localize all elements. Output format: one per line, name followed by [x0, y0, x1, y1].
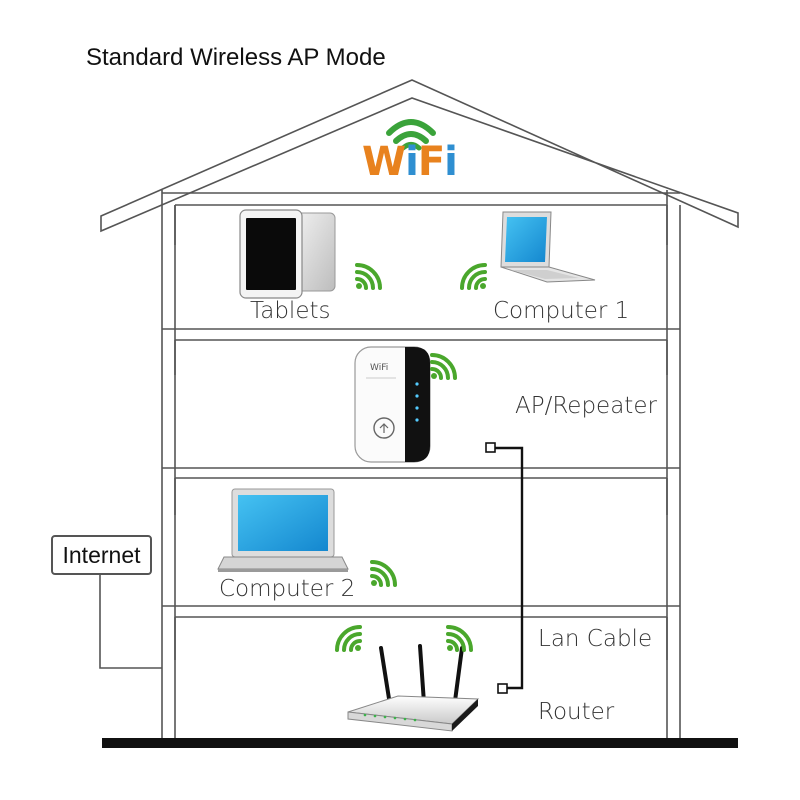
wifi-logo-letter-i2: i — [444, 139, 458, 185]
tablet-icon — [239, 209, 336, 299]
laptop-icon — [500, 211, 596, 283]
wifi-logo-text: WiFi — [362, 139, 458, 185]
tablets-label: Tablets — [250, 298, 331, 324]
repeater-icon — [354, 346, 431, 463]
wifi-signal-icon — [355, 263, 382, 290]
repeater-device-text: WiFi — [370, 363, 389, 373]
router-label: Router — [538, 699, 615, 725]
wifi-logo-letter-w: W — [362, 139, 406, 185]
roof — [100, 79, 739, 233]
computer2-label: Computer 2 — [219, 576, 356, 602]
wifi-signal-icon — [335, 625, 362, 652]
internet-line — [99, 575, 162, 669]
laptop-icon — [217, 488, 349, 572]
internet-label: Internet — [62, 541, 141, 568]
diagram-title: Standard Wireless AP Mode — [86, 44, 386, 71]
wifi-signal-icon — [446, 625, 473, 652]
wifi-signal-icon — [460, 263, 487, 290]
wifi-logo-letter-i: i — [405, 139, 419, 185]
internet-box: Internet — [51, 535, 152, 575]
wifi-signal-icon — [430, 353, 457, 380]
wifi-signal-icon — [370, 560, 397, 587]
wifi-logo-letter-f: F — [417, 139, 445, 185]
ap-repeater-label: AP/Repeater — [515, 393, 657, 419]
wifi-signals — [335, 263, 487, 652]
ground-line — [102, 738, 738, 748]
computer1-label: Computer 1 — [493, 298, 630, 324]
lan-cable — [485, 442, 524, 694]
wifi-logo-icon — [386, 119, 436, 151]
router-icon — [347, 644, 480, 732]
lan-cable-label: Lan Cable — [538, 626, 653, 652]
floor-slabs — [162, 192, 680, 660]
